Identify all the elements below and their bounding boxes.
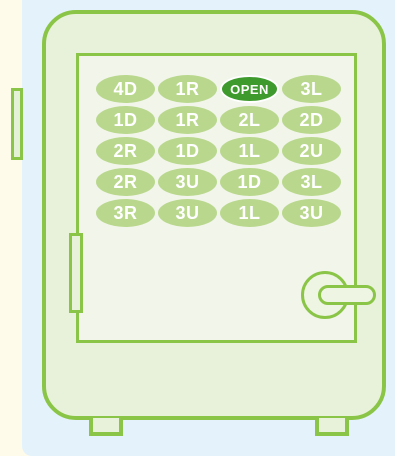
code-cell[interactable]: 2U [282,137,341,165]
open-cell[interactable]: OPEN [220,75,279,103]
safe-handle-bar[interactable] [318,285,376,305]
code-cell[interactable]: 2R [96,137,155,165]
code-cell[interactable]: 1R [158,75,217,103]
code-cell[interactable]: 2D [282,106,341,134]
code-cell[interactable]: 1D [220,168,279,196]
code-cell[interactable]: 3L [282,75,341,103]
code-cell[interactable]: 1L [220,137,279,165]
code-cell[interactable]: 3L [282,168,341,196]
code-cell[interactable]: 2L [220,106,279,134]
code-cell[interactable]: 1D [96,106,155,134]
code-cell[interactable]: 3U [158,199,217,227]
code-cell[interactable]: 3U [282,199,341,227]
code-cell[interactable]: 3R [96,199,155,227]
code-cell[interactable]: 1L [220,199,279,227]
side-tab [11,88,23,160]
safe-foot-right [315,418,349,436]
code-cell[interactable]: 1D [158,137,217,165]
code-cell[interactable]: 1R [158,106,217,134]
code-cell[interactable]: 2R [96,168,155,196]
door-hinge [69,233,83,313]
code-cell[interactable]: 3U [158,168,217,196]
code-cell[interactable]: 4D [96,75,155,103]
safe-foot-left [89,418,123,436]
